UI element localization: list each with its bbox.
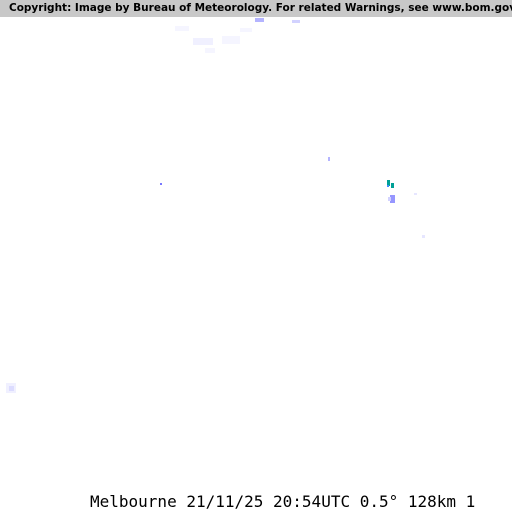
radar-echo-teal-1 — [387, 180, 390, 186]
radar-caption: Melbourne 21/11/25 20:54UTC 0.5° 128km 1 — [90, 492, 476, 511]
radar-echo-top-7 — [240, 28, 252, 32]
radar-echo-top-2 — [292, 20, 300, 23]
radar-echo-blue-2 — [388, 197, 391, 201]
radar-echo-right-1 — [414, 193, 417, 195]
radar-echo-top-6 — [175, 26, 189, 31]
radar-echo-teal-2 — [391, 183, 394, 188]
radar-echo-point-2 — [160, 183, 162, 185]
copyright-text: Copyright: Image by Bureau of Meteorolog… — [9, 2, 512, 14]
radar-echo-teal-3 — [387, 185, 389, 187]
radar-echo-blue-1 — [390, 195, 395, 203]
radar-echo-top-5 — [205, 48, 215, 53]
radar-echo-top-3 — [193, 38, 213, 45]
radar-echo-right-2 — [422, 235, 425, 238]
radar-echo-left-2 — [9, 386, 14, 391]
copyright-banner: Copyright: Image by Bureau of Meteorolog… — [0, 0, 512, 17]
radar-echo-point-1 — [328, 157, 330, 161]
radar-echo-top-1 — [255, 18, 264, 22]
radar-echo-top-4 — [222, 36, 240, 44]
